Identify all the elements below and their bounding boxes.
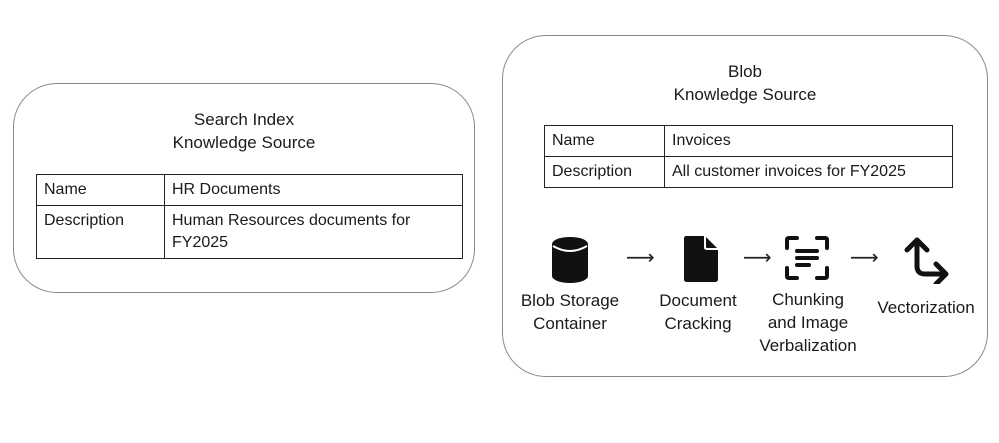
property-value: HR Documents <box>164 174 463 206</box>
blob-properties-table: Name Invoices Description All customer i… <box>544 125 953 188</box>
flow-arrow: ⟶ <box>626 247 655 269</box>
search-index-card-title: Search Index Knowledge Source <box>14 108 474 154</box>
search-index-properties-table: Name HR Documents Description Human Reso… <box>36 174 463 259</box>
step-label-chunking: Chunking and Image Verbalization <box>759 290 857 355</box>
table-row: Name Invoices <box>544 125 953 157</box>
blob-card-title: Blob Knowledge Source <box>503 60 987 106</box>
step-label-blob-storage: Blob Storage Container <box>520 291 620 333</box>
table-row: Name HR Documents <box>36 174 463 206</box>
property-key: Description <box>36 205 165 259</box>
search-index-knowledge-source-card: Search Index Knowledge Source Name HR Do… <box>13 83 475 293</box>
flow-arrow: ⟶ <box>850 247 879 269</box>
step-label-document-cracking: Document Cracking <box>659 291 737 333</box>
database-icon <box>552 237 588 283</box>
blob-title-line1: Blob <box>727 62 763 81</box>
table-row: Description All customer invoices for FY… <box>544 156 953 188</box>
property-value: Invoices <box>664 125 953 157</box>
step-label-vectorization: Vectorization <box>877 298 975 317</box>
blob-title-line2: Knowledge Source <box>673 85 817 104</box>
property-key: Name <box>36 174 165 206</box>
document-icon <box>684 236 718 282</box>
table-row: Description Human Resources documents fo… <box>36 205 463 259</box>
flow-arrow: ⟶ <box>743 247 772 269</box>
property-key: Description <box>544 156 665 188</box>
property-value: All customer invoices for FY2025 <box>664 156 953 188</box>
search-index-title-line1: Search Index <box>193 110 295 129</box>
property-key: Name <box>544 125 665 157</box>
search-index-title-line2: Knowledge Source <box>172 133 316 152</box>
branch-arrow-icon <box>904 237 949 284</box>
property-value: Human Resources documents for FY2025 <box>164 205 463 259</box>
blob-knowledge-source-card: Blob Knowledge Source Name Invoices Desc… <box>502 35 988 377</box>
text-scan-icon <box>785 236 829 280</box>
